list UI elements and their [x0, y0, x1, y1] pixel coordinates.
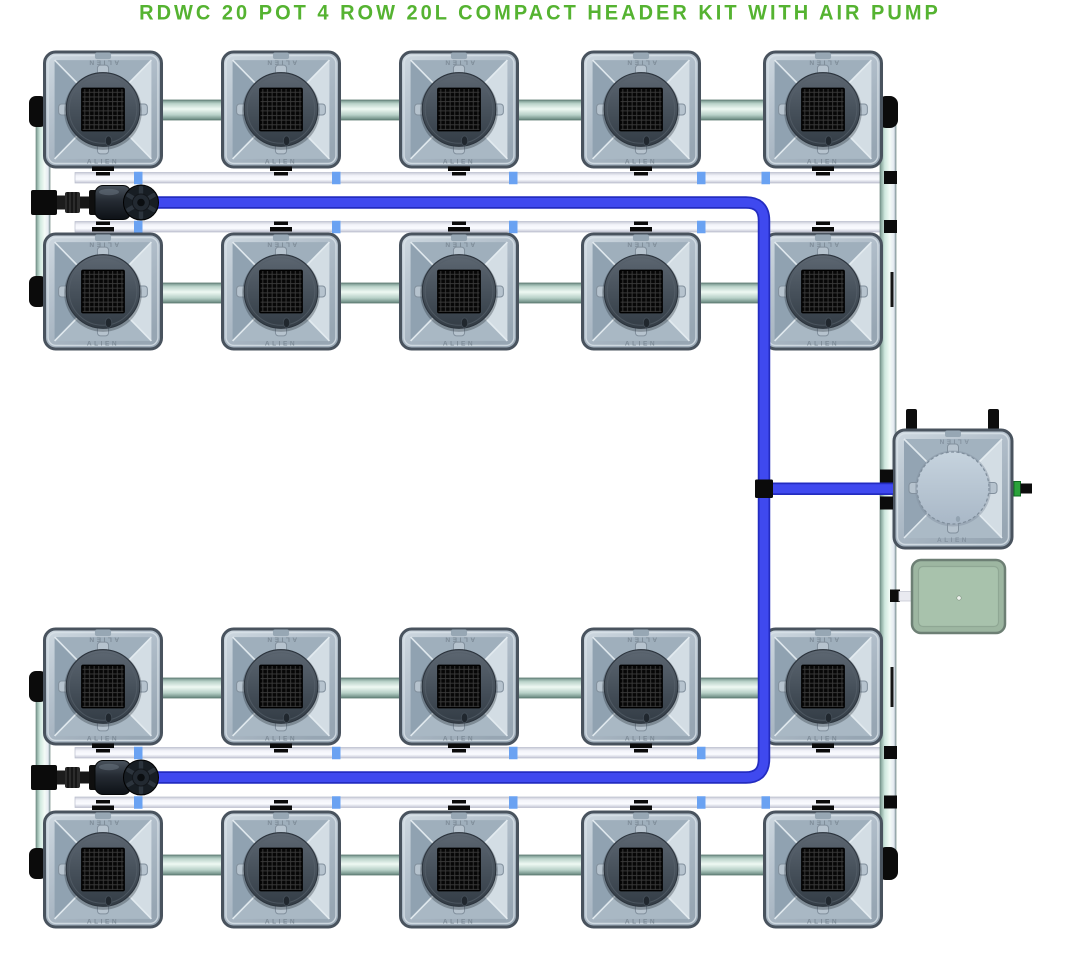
pot-r1c3	[398, 50, 520, 169]
pot-r4c4	[580, 810, 702, 929]
tank-top-port-left	[906, 409, 917, 430]
air-pump-assembly	[890, 558, 1007, 635]
pot-drain-tabs	[92, 166, 834, 810]
row1-drain-tabs	[92, 166, 834, 176]
right-pipe-clip-lower	[890, 667, 894, 707]
row2-drain-tabs	[92, 221, 834, 232]
tank-inlet-fitting-lower	[880, 496, 893, 510]
right-pipe-clip-upper	[890, 272, 894, 307]
tank-side-valve-stub	[1020, 483, 1032, 494]
pot-r4c3	[398, 810, 520, 929]
pump1-tee-fitting	[31, 190, 57, 215]
pot-r2c4	[580, 232, 702, 351]
row1-left-port	[29, 96, 47, 127]
row3-drain-tabs	[92, 743, 834, 753]
return-tube-tee-fitting	[755, 479, 773, 498]
pot-r3c4	[580, 627, 702, 746]
water-pumps	[31, 184, 159, 796]
pot-r2c1	[42, 232, 164, 351]
pot-r1c1	[42, 50, 164, 169]
pump2-tee-fitting	[31, 765, 57, 790]
header-tank	[892, 428, 1014, 550]
pot-r4c2	[220, 810, 342, 929]
row4-left-port	[29, 848, 47, 879]
pot-r2c2	[220, 232, 342, 351]
header-tank-assembly	[880, 409, 1032, 550]
row3-left-port	[29, 671, 47, 702]
tank-top-port-right	[988, 409, 999, 430]
pot-r4c1	[42, 810, 164, 929]
pot-r3c2	[220, 627, 342, 746]
row4-drain-tabs	[92, 800, 834, 810]
row2-left-port	[29, 276, 47, 307]
water-pump-rows-1-2	[57, 184, 159, 221]
air-line-fitting	[890, 589, 900, 602]
pot-r4c5	[762, 810, 884, 929]
white-return-pipes	[74, 172, 889, 808]
tank-inlet-fitting-upper	[880, 469, 893, 483]
pot-r2c3	[398, 232, 520, 351]
pot-r1c2	[220, 50, 342, 169]
page-title: RDWC 20 POT 4 ROW 20L COMPACT HEADER KIT…	[139, 1, 941, 25]
tank-side-valve-green	[1013, 481, 1021, 497]
blue-return-tubing	[140, 196, 893, 784]
pot-r3c5	[762, 627, 884, 746]
pot-r3c1	[42, 627, 164, 746]
pot-r1c5	[762, 50, 884, 169]
pot-r1c4	[580, 50, 702, 169]
air-pump-knob	[956, 595, 962, 601]
water-pump-rows-3-4	[57, 759, 159, 796]
pot-r3c3	[398, 627, 520, 746]
pot-r2c5	[762, 232, 884, 351]
